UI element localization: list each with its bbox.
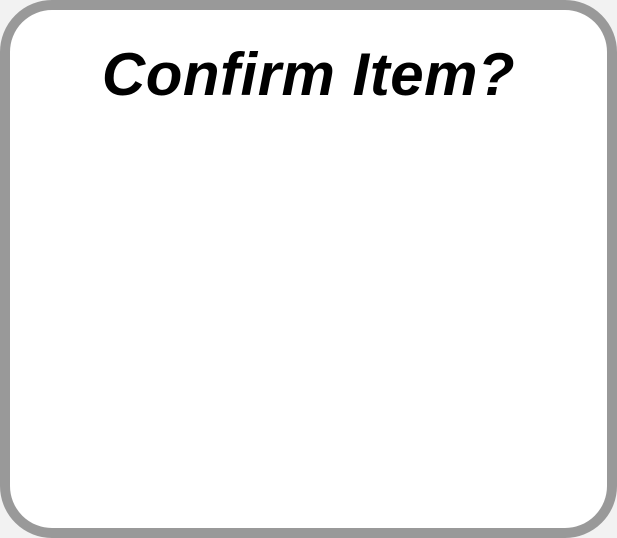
dialog-body xyxy=(10,120,607,528)
dialog-title: Confirm Item? xyxy=(101,41,516,108)
